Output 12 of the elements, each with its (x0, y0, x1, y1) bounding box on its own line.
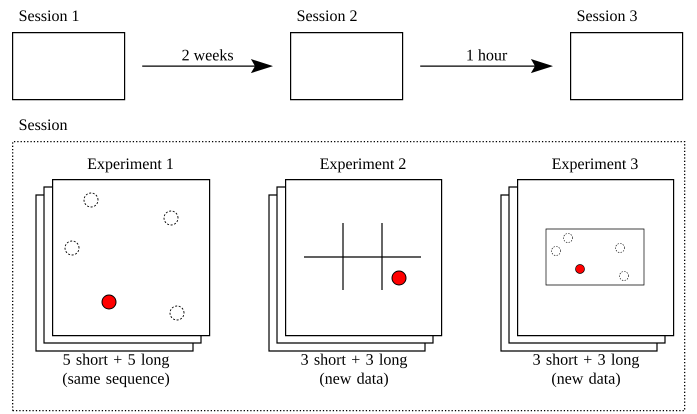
experiment-title: Experiment 2 (320, 158, 406, 172)
session-title: Session (20, 119, 68, 130)
session-title: Session 2 (298, 10, 357, 22)
trial-caption: 5 short + 5 long (same sequence) (62, 354, 170, 388)
experiment-title: Experiment 1 (88, 158, 173, 172)
experiment-title: Experiment 3 (552, 158, 638, 172)
edge-label: 1 hour (467, 49, 508, 60)
session-title: Session 3 (578, 10, 637, 22)
session-title: Session 1 (20, 10, 79, 22)
trial-caption: 3 short + 3 long (new data) (301, 354, 408, 388)
edge-label: 2 weeks (182, 49, 234, 60)
trial-caption: 3 short + 3 long (new data) (533, 354, 640, 388)
